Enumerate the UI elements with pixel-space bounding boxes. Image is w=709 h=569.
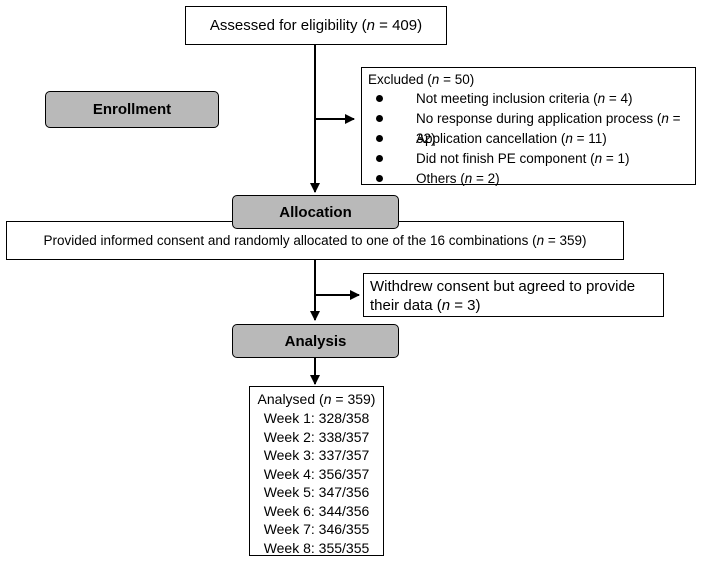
analysis-label: Analysis [284,332,347,350]
analysed-header: Analysed (n = 359) [257,391,376,407]
list-item: Did not finish PE component (n = 1) [368,149,695,169]
list-item: Not meeting inclusion criteria (n = 4) [368,89,695,109]
enrollment-stage: Enrollment [45,91,219,128]
withdrew-box: Withdrew consent but agreed to provide t… [363,273,664,317]
allocation-label: Allocation [279,203,352,221]
bullet-icon [376,95,383,102]
bullet-icon [376,175,383,182]
list-item: Application cancellation (n = 11) [368,129,695,149]
assessed-box: Assessed for eligibility (n = 409) [185,6,447,45]
week-row-2: Week 2: 338/357 [263,428,370,445]
week-row-4: Week 4: 356/357 [263,465,370,482]
bullet-icon [376,115,383,122]
week-row-3: Week 3: 337/357 [263,447,370,463]
week-row-7: Week 7: 346/355 [263,521,370,537]
excluded-box: Excluded (n = 50) Not meeting inclusion … [361,67,696,186]
withdrew-line2: their data (n = 3) [370,297,481,314]
bullet-icon [376,155,383,162]
allocation-stage: Allocation [232,195,399,229]
week-row-1: Week 1: 328/358 [263,410,370,426]
week-row-8: Week 8: 355/355 [263,539,370,556]
list-item: No response during application process (… [368,109,695,146]
analysis-stage: Analysis [232,324,399,358]
allocation-text: Provided informed consent and randomly a… [43,233,587,248]
week-row-6: Week 6: 344/356 [263,502,370,519]
list-item: Others (n = 2) [368,169,695,189]
analysed-box: Analysed (n = 359) Week 1: 328/358 Week … [249,386,384,556]
enrollment-label: Enrollment [92,101,172,118]
bullet-icon [376,135,383,142]
withdrew-line1: Withdrew consent but agreed to provide [370,278,636,295]
excluded-header: Excluded (n = 50) [368,72,475,87]
week-row-5: Week 5: 347/356 [263,484,370,500]
assessed-text: Assessed for eligibility (n = 409) [209,17,423,34]
excluded-list: Not meeting inclusion criteria (n = 4) N… [368,89,695,189]
